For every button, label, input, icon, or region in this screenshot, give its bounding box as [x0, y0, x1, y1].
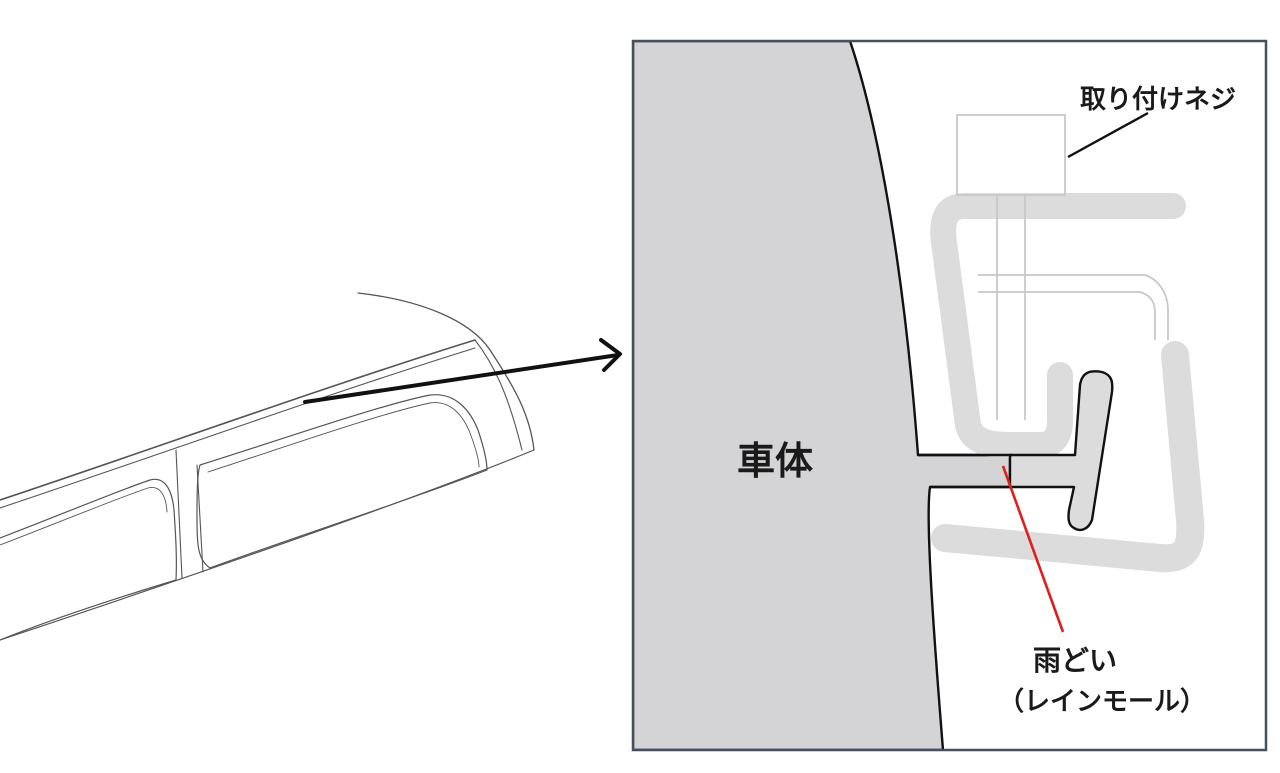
roof-front-arc [357, 292, 535, 451]
label-rain-gutter: 雨どい [1033, 644, 1117, 677]
body-lower-edge [0, 449, 535, 641]
roof-gutter-line [0, 339, 476, 501]
window-rear [0, 478, 177, 641]
screw-leader-line [1067, 111, 1149, 159]
mount-screw [956, 114, 1169, 420]
roof-gutter-line-inner [0, 347, 476, 509]
window-front [196, 394, 488, 569]
pillar-right [196, 464, 204, 573]
label-car-body: 車体 [737, 439, 813, 483]
label-mount-screw: 取り付けネジ [1080, 85, 1236, 115]
gutter-leader-line [1001, 465, 1065, 633]
panel-frame [631, 39, 1268, 752]
mount-bracket-upper [930, 193, 1186, 458]
window-rear-inner [0, 487, 168, 546]
car-roof-sketch [0, 292, 535, 641]
mount-bracket-lower [931, 341, 1205, 573]
roof-front-arc-inner [474, 339, 523, 451]
pointer-arrow [303, 338, 622, 404]
window-front-inner [207, 402, 480, 473]
pillar-left [175, 449, 183, 579]
cross-section-panel: 車体 取り付けネジ 雨どい （レインモール） [631, 39, 1268, 752]
rain-molding [1008, 370, 1114, 532]
label-rain-molding: （レインモール） [998, 687, 1206, 717]
